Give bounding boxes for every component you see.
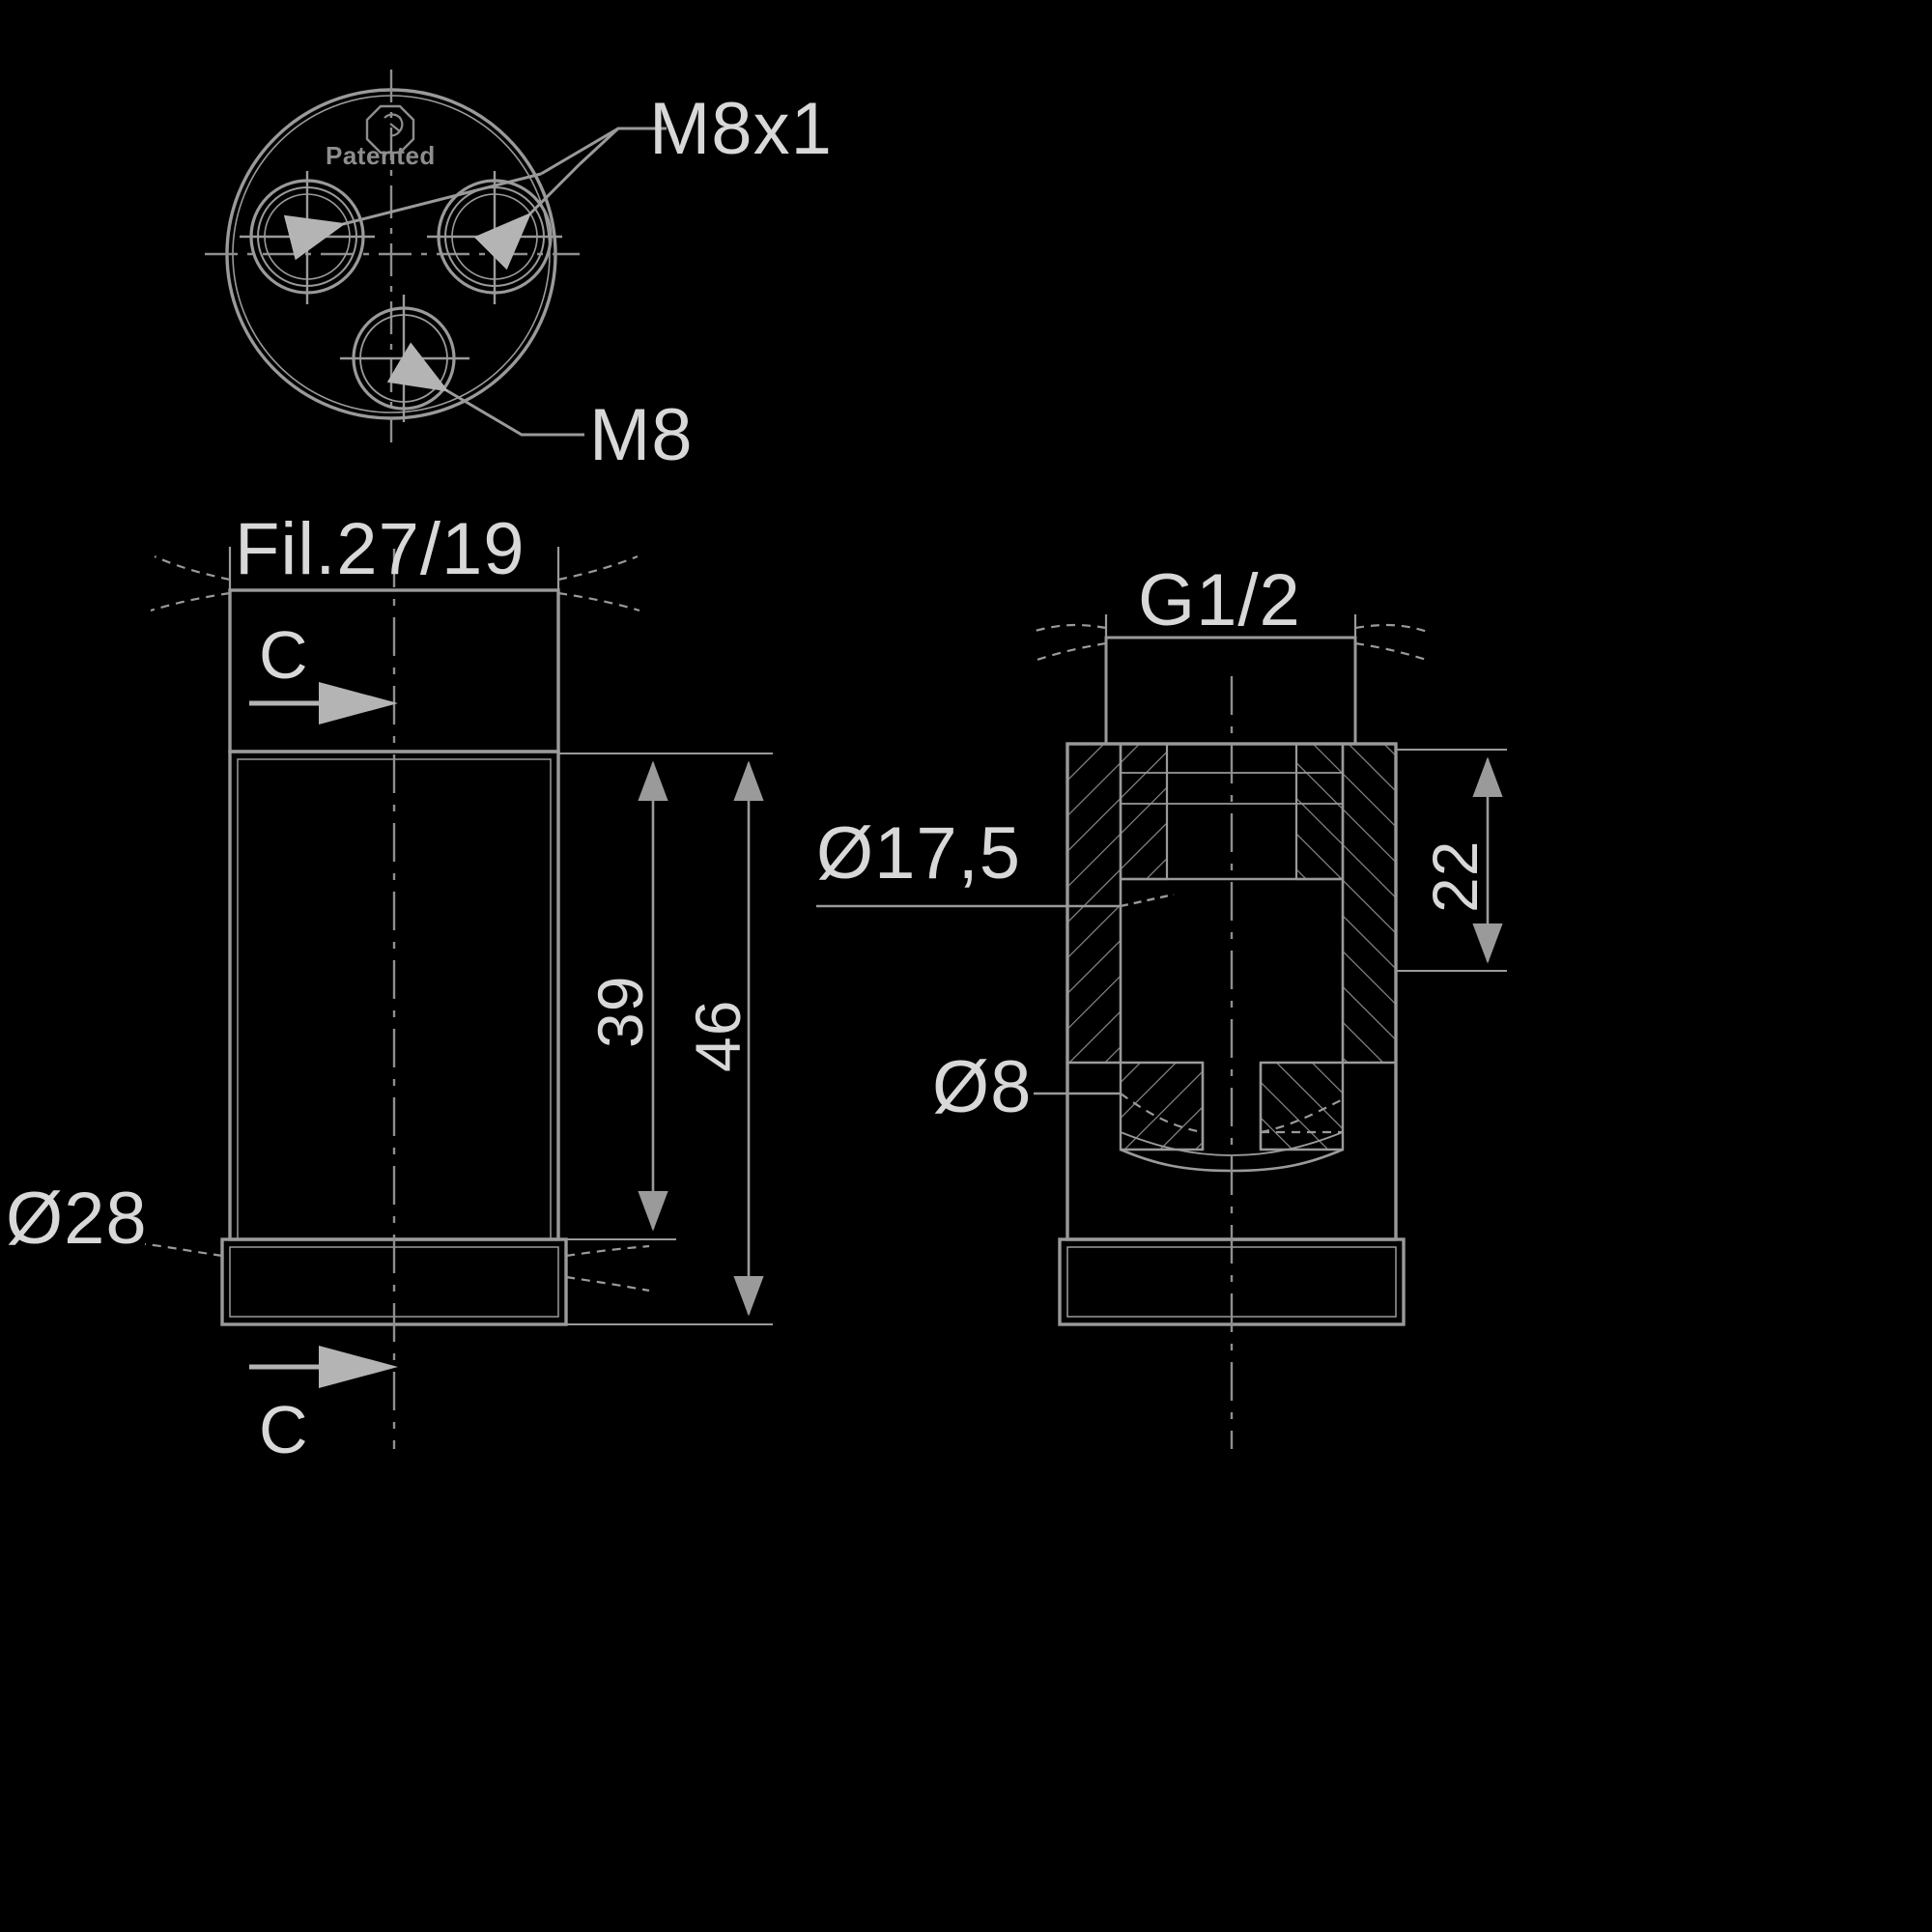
section-mark-c-bottom: C [259, 1392, 309, 1467]
dimension-thread-g12: G1/2 [1138, 559, 1301, 641]
dimension-dia-28: Ø28 [6, 1178, 148, 1260]
callout-m8x1: M8x1 [649, 88, 833, 170]
section-mark-c-top: C [259, 617, 309, 693]
front-view-top-label: Fil.27/19 [235, 508, 526, 590]
dimension-height-39: 39 [584, 975, 656, 1048]
dimension-bore-17-5: Ø17,5 [816, 812, 1022, 895]
front-view-geometry [144, 547, 773, 1449]
dimension-height-46: 46 [682, 999, 753, 1072]
callout-m8: M8 [589, 394, 694, 476]
dimension-depth-22: 22 [1419, 839, 1491, 913]
patented-logo-text: Patented [326, 141, 436, 170]
dimension-bore-8: Ø8 [932, 1046, 1033, 1128]
section-view-geometry [816, 614, 1507, 1449]
top-view-geometry [205, 70, 667, 442]
